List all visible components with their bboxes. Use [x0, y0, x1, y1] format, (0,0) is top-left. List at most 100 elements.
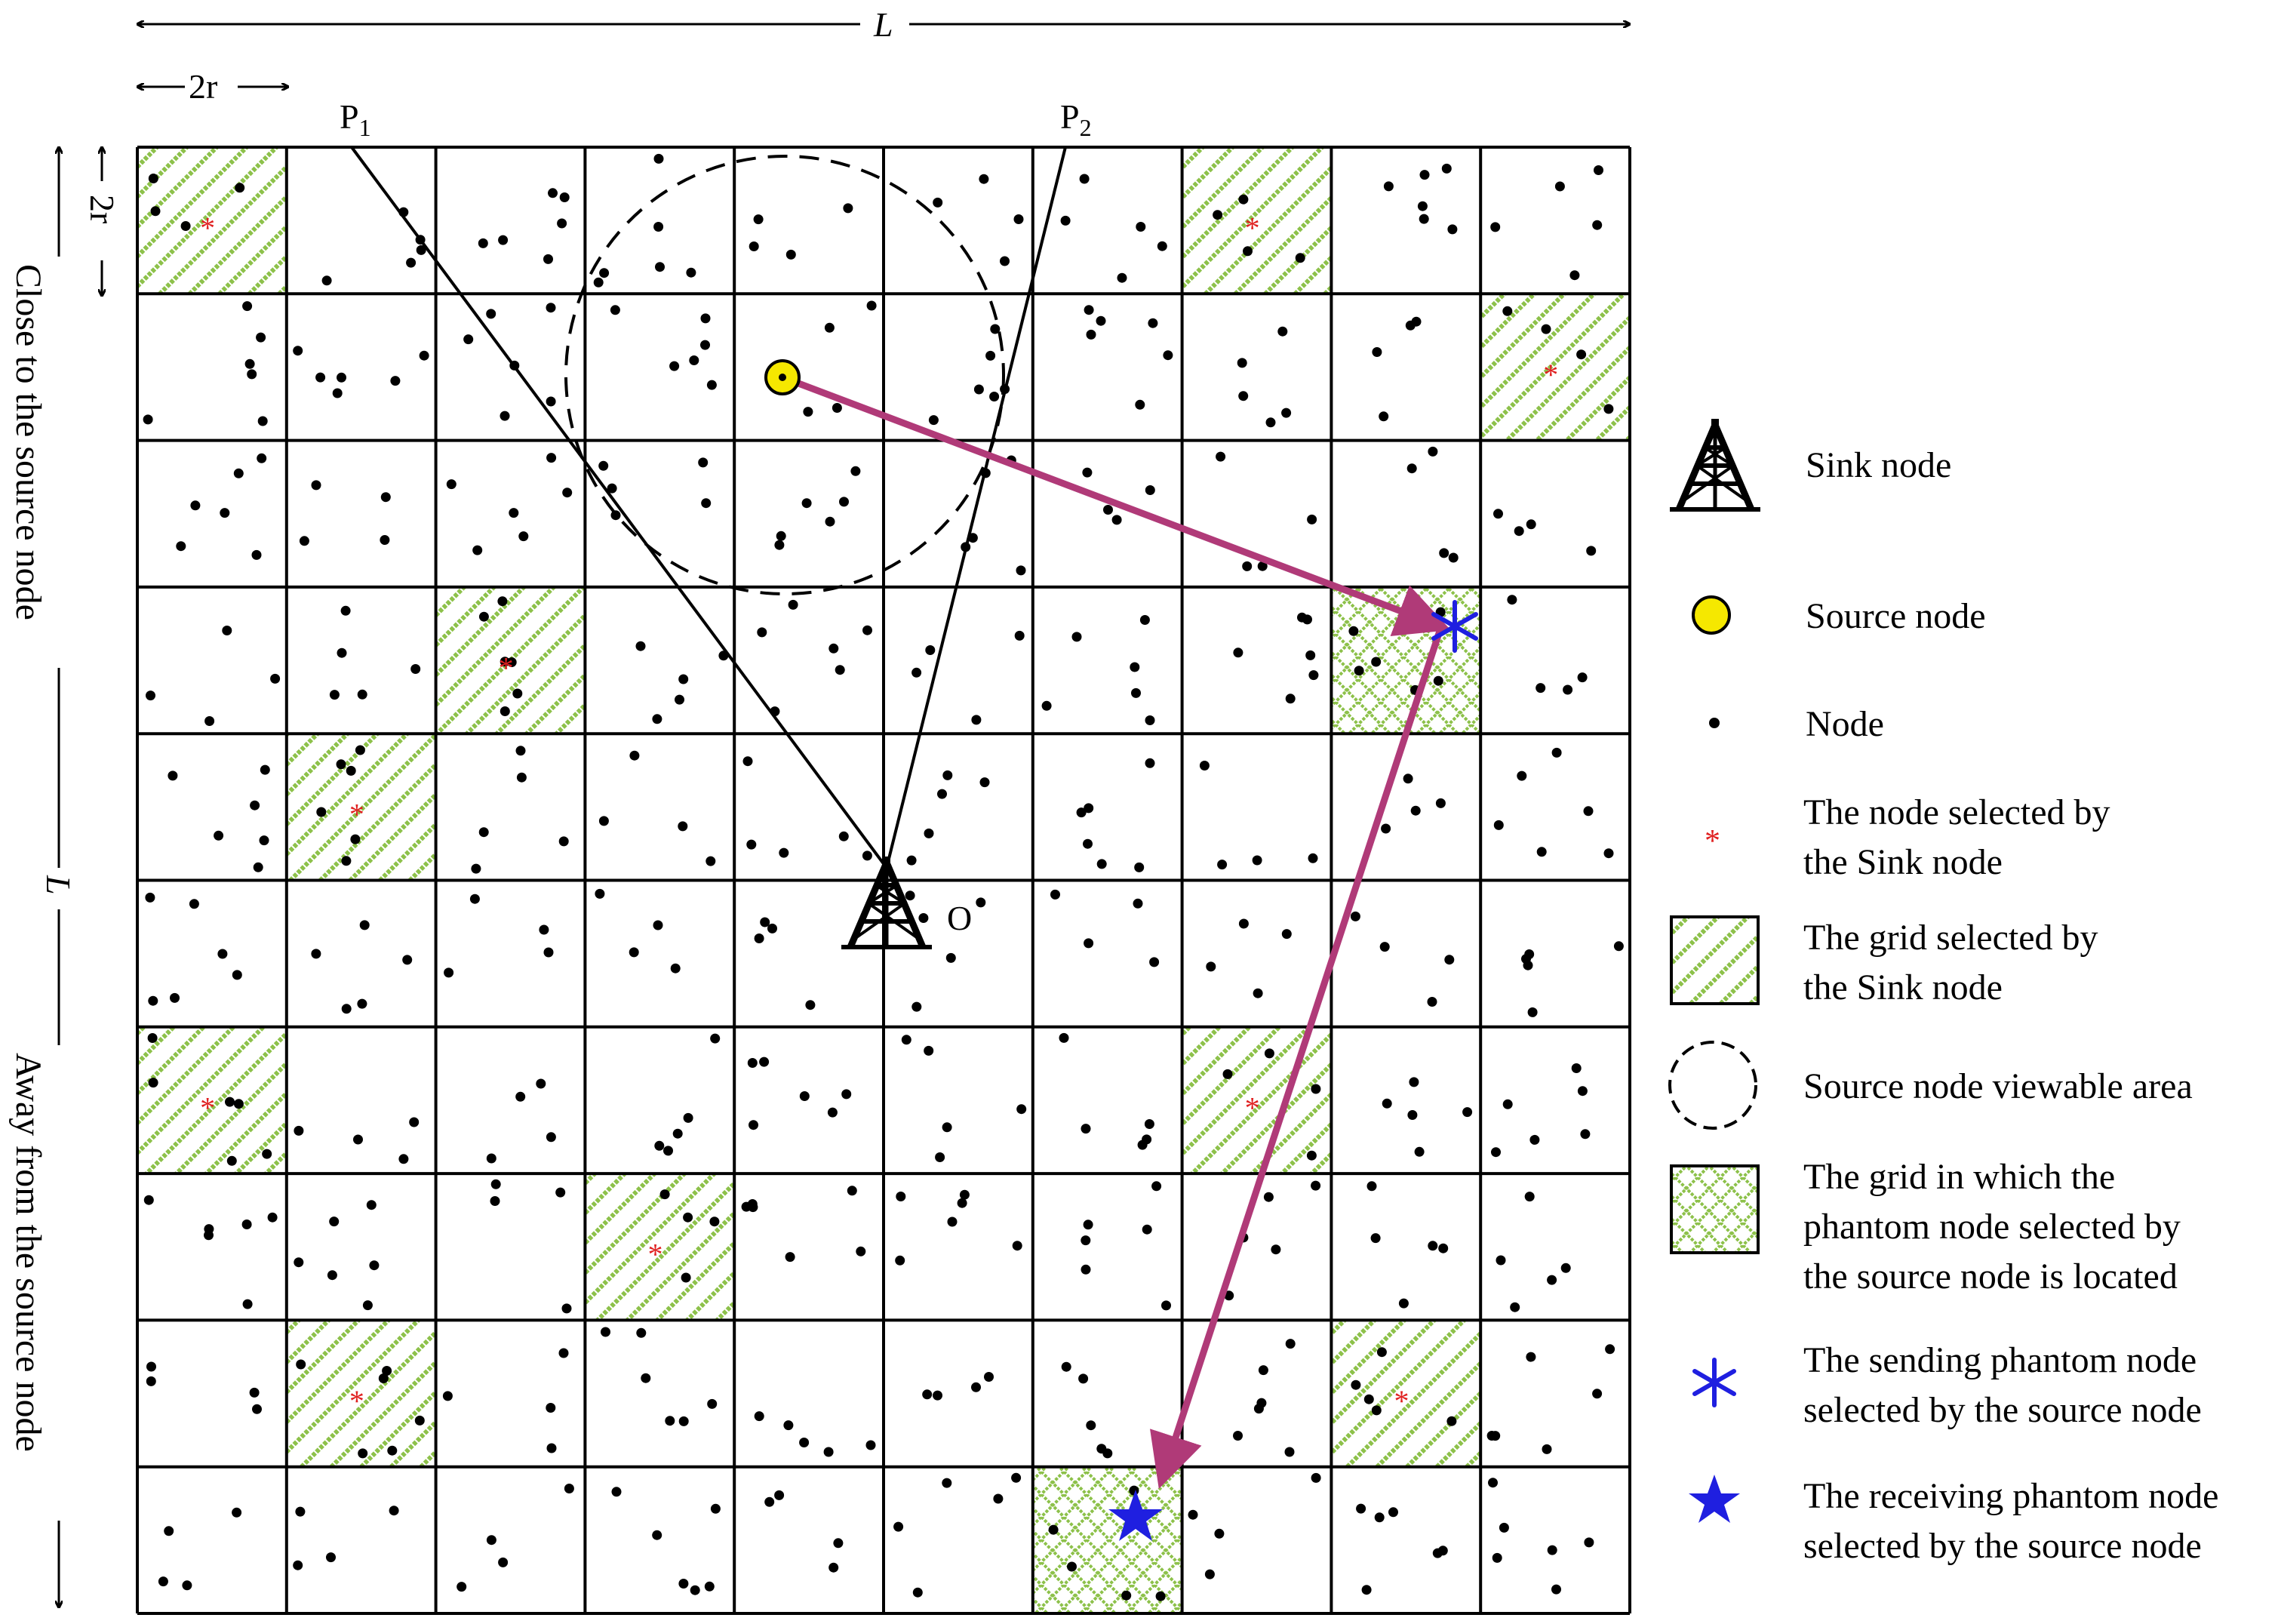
- node-dot: [825, 516, 835, 527]
- node-dot: [1081, 1264, 1091, 1275]
- sink-selected-nodes: **********: [200, 211, 1558, 1417]
- node-dot: [1243, 246, 1253, 257]
- node-dot: [942, 770, 953, 780]
- cell-height-label: 2r: [83, 195, 121, 223]
- node-dot: [1435, 798, 1446, 808]
- node-dot: [973, 384, 984, 395]
- node-dot: [562, 488, 573, 498]
- node-dot: [1351, 1379, 1361, 1390]
- node-dot: [706, 856, 716, 866]
- node-dot: [180, 221, 191, 231]
- node-dot: [843, 203, 853, 214]
- node-dot: [1285, 694, 1296, 704]
- node-dot: [828, 643, 839, 654]
- node-dot: [993, 1493, 1004, 1504]
- node-dot: [1133, 898, 1143, 909]
- node-dot: [1488, 1478, 1498, 1488]
- node-dot: [759, 1057, 770, 1067]
- legend-item-line: the source node is located: [1803, 1256, 2178, 1296]
- phantom-cell: [1032, 1466, 1182, 1613]
- node-dot: [607, 483, 617, 494]
- node-dot: [1502, 1099, 1513, 1109]
- node-dot: [652, 714, 662, 724]
- node-dot: [776, 531, 786, 541]
- node-dot: [1204, 1569, 1215, 1579]
- node-dot: [754, 933, 764, 943]
- sink-selected-cell: [137, 1026, 287, 1174]
- node-dot: [217, 949, 228, 959]
- node-dot: [1145, 758, 1155, 768]
- node-dot: [1016, 565, 1026, 576]
- node-dot: [971, 1382, 981, 1392]
- node-dot: [1012, 1241, 1022, 1251]
- node-dot: [1571, 1063, 1582, 1073]
- node-dot: [1161, 1300, 1171, 1311]
- node-dot: [1011, 1472, 1022, 1483]
- node-dot: [1388, 1507, 1398, 1518]
- node-dot: [636, 1327, 647, 1338]
- node-dot: [148, 995, 158, 1006]
- node-dot: [558, 836, 569, 847]
- node-dot: [1163, 350, 1173, 361]
- node-dot: [329, 690, 340, 700]
- sending-to-receiving-phantom-arrow: [1149, 625, 1445, 1489]
- node-dot: [629, 947, 639, 958]
- node-dot: [1366, 1181, 1377, 1192]
- legend-diagonal-hatch-icon: [1670, 915, 1760, 1005]
- node-dot: [486, 1153, 496, 1164]
- node-dot: [828, 1562, 839, 1573]
- legend-tower-icon: [1670, 419, 1760, 509]
- node-dot: [235, 183, 245, 193]
- node-dot: [1379, 411, 1389, 422]
- node-dot: [757, 627, 767, 638]
- node-dot: [1382, 1098, 1392, 1109]
- node-dot: [1157, 241, 1167, 251]
- node-dot: [164, 1526, 174, 1536]
- node-dot: [390, 376, 401, 386]
- node-dot: [866, 300, 877, 311]
- node-dot: [918, 913, 929, 923]
- node-dot: [168, 770, 178, 781]
- node-dot: [1462, 1107, 1473, 1118]
- node-dot: [905, 890, 915, 901]
- node-dot: [835, 665, 845, 675]
- node-dot: [833, 1538, 844, 1549]
- node-dot: [442, 1391, 453, 1401]
- node-dot: [406, 257, 417, 268]
- node-dot: [220, 508, 230, 518]
- node-dot: [922, 1389, 933, 1400]
- node-dot: [1419, 214, 1429, 224]
- node-dot: [906, 855, 917, 866]
- node-dot: [1428, 1241, 1438, 1251]
- node-dot: [478, 611, 489, 622]
- node-dot: [353, 1134, 363, 1145]
- node-dot: [233, 468, 244, 478]
- legend-item-line: The node selected by: [1803, 792, 2110, 832]
- node-dot: [457, 1582, 467, 1592]
- node-dot: [754, 1411, 764, 1422]
- node-dot: [1145, 485, 1155, 495]
- p1-label: P1: [340, 97, 371, 141]
- node-dot: [942, 1122, 952, 1133]
- node-dot: [1121, 1590, 1132, 1601]
- node-dot: [675, 694, 684, 705]
- node-dot: [1441, 163, 1452, 174]
- node-dot: [611, 1487, 622, 1497]
- sink-selected-cell: [1182, 1026, 1332, 1174]
- node-dot: [409, 1117, 420, 1127]
- sink-selected-node-asterisk: *: [200, 211, 215, 245]
- node-dot: [686, 267, 696, 278]
- sink-selected-node-asterisk: *: [1543, 358, 1558, 392]
- sink-selected-cell: [286, 1320, 436, 1467]
- node-dot: [764, 1496, 775, 1507]
- node-dot: [564, 1484, 574, 1493]
- node-dot: [1541, 324, 1551, 334]
- node-dot: [1233, 647, 1243, 658]
- node-dot: [214, 830, 224, 841]
- node-dot: [471, 863, 481, 874]
- node-dot: [689, 355, 699, 365]
- node-dot: [670, 963, 681, 973]
- node-dot: [672, 1128, 683, 1139]
